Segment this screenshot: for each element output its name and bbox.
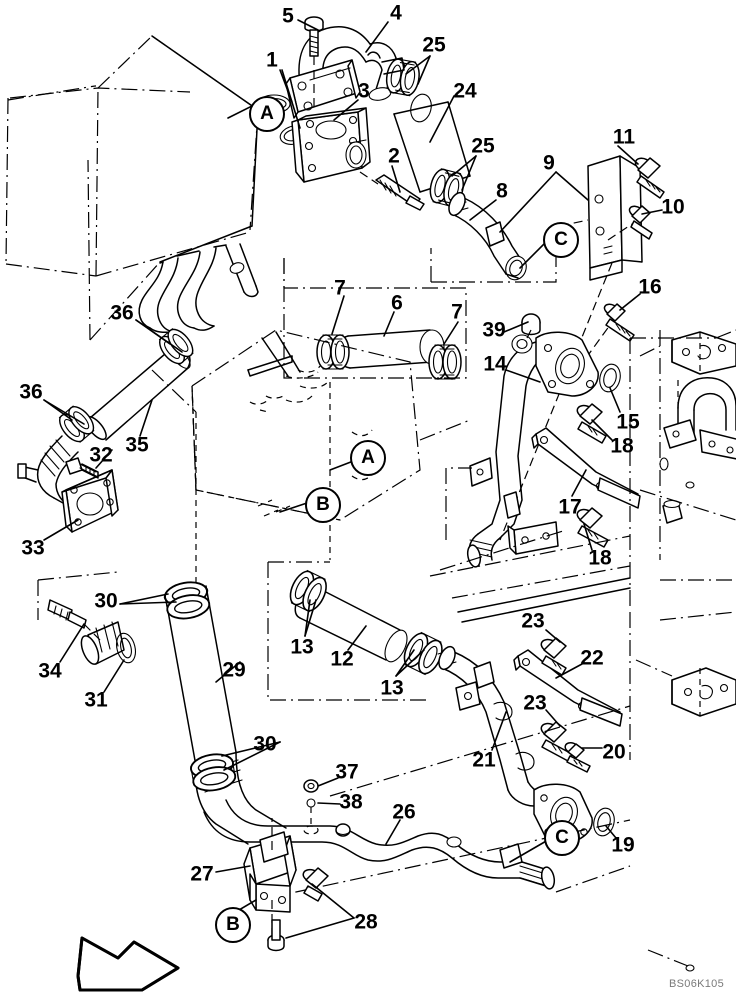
tube-14 — [439, 313, 621, 571]
part-label-12: 12 — [330, 647, 354, 671]
part-grommet-26 — [335, 823, 351, 837]
part-label-19: 19 — [611, 833, 635, 857]
part-label-36-lower: 36 — [19, 380, 43, 404]
part-label-23-lower: 23 — [523, 691, 547, 715]
part-label-13-right: 13 — [380, 676, 404, 700]
part-label-2: 2 — [388, 144, 400, 168]
part-label-4: 4 — [390, 1, 402, 25]
part-label-28: 28 — [354, 910, 378, 934]
part-label-3: 3 — [358, 79, 370, 103]
part-label-15: 15 — [616, 410, 640, 434]
part-label-23-upper: 23 — [521, 609, 545, 633]
bolt-28-lower — [267, 919, 285, 952]
clamp-7-right — [428, 344, 462, 380]
bracket-27 — [243, 818, 297, 940]
bolt-5 — [304, 16, 324, 110]
clamp-7-left — [316, 334, 350, 370]
drawing-watermark: BS06K105 — [669, 978, 724, 990]
intake-manifold-runners — [138, 243, 259, 334]
part-label-26: 26 — [392, 800, 416, 824]
valve-block-3 — [291, 107, 371, 183]
part-label-29: 29 — [222, 658, 246, 682]
part-label-18-upper: 18 — [610, 434, 634, 458]
part-label-6: 6 — [391, 291, 403, 315]
bolt-28-upper — [302, 867, 329, 902]
callout-a-middle: A — [350, 440, 386, 476]
part-label-9: 9 — [543, 151, 555, 175]
bolt-11 — [634, 157, 665, 199]
part-label-5: 5 — [282, 4, 294, 28]
part-label-38: 38 — [339, 790, 363, 814]
part-label-24: 24 — [453, 79, 477, 103]
callout-a-top: A — [249, 96, 285, 132]
part-label-16: 16 — [638, 275, 662, 299]
part-label-8: 8 — [496, 179, 508, 203]
bolt-16 — [585, 303, 635, 359]
part-label-30-upper: 30 — [94, 589, 118, 613]
part-label-25-lower: 25 — [471, 134, 495, 158]
bracket-22 — [513, 649, 623, 727]
part-label-22: 22 — [580, 646, 604, 670]
part-38 — [303, 798, 319, 835]
part-label-7-left: 7 — [334, 276, 346, 300]
bolt-18-upper — [576, 403, 607, 444]
part-37 — [303, 779, 319, 793]
callout-c-upper: C — [543, 222, 579, 258]
part-label-33: 33 — [21, 536, 45, 560]
part-label-17: 17 — [558, 495, 582, 519]
right-phantom-assembly — [629, 329, 736, 972]
part-label-37: 37 — [335, 760, 359, 784]
clamp-36-lower — [54, 401, 99, 447]
bolt-2 — [359, 171, 425, 211]
part-label-21: 21 — [472, 748, 496, 772]
part-label-18-lower: 18 — [588, 546, 612, 570]
part-label-13-left: 13 — [290, 635, 314, 659]
bolt-23-lower — [540, 721, 573, 762]
callout-b-middle: B — [305, 487, 341, 523]
part-label-31: 31 — [84, 688, 108, 712]
part-label-39: 39 — [482, 318, 506, 342]
part-label-25-upper: 25 — [422, 33, 446, 57]
elbow-flange-plate — [285, 59, 361, 119]
tube-26 — [203, 705, 631, 899]
plug-31-34 — [37, 571, 137, 665]
clamp-25-upper — [381, 56, 423, 98]
part-label-10: 10 — [661, 195, 685, 219]
bolt-20 — [564, 741, 591, 773]
part-label-30-lower: 30 — [253, 732, 277, 756]
clamp-30-lower — [188, 750, 239, 795]
part-label-20: 20 — [602, 740, 626, 764]
tube-21 — [437, 645, 615, 843]
clamp-13-left — [284, 567, 332, 616]
hose-elbow-33 — [17, 435, 119, 533]
clamp-30-upper — [162, 578, 213, 623]
engine-block-outline — [5, 35, 259, 341]
part-label-35: 35 — [125, 433, 149, 457]
part-label-1: 1 — [266, 48, 278, 72]
part-label-32: 32 — [89, 443, 113, 467]
part-label-14: 14 — [483, 352, 507, 376]
part-label-27: 27 — [190, 862, 214, 886]
callout-c-lower: C — [544, 820, 580, 856]
part-label-7-right: 7 — [451, 300, 463, 324]
direction-arrow — [76, 936, 180, 992]
part-label-36-upper: 36 — [110, 301, 134, 325]
hose-6 — [335, 329, 445, 369]
hose-12 — [294, 586, 408, 663]
callout-b-bottom: B — [215, 907, 251, 943]
part-label-11: 11 — [612, 125, 636, 149]
tube-8 — [430, 191, 557, 283]
clamp-13-right — [398, 629, 448, 678]
part-label-34: 34 — [38, 659, 62, 683]
